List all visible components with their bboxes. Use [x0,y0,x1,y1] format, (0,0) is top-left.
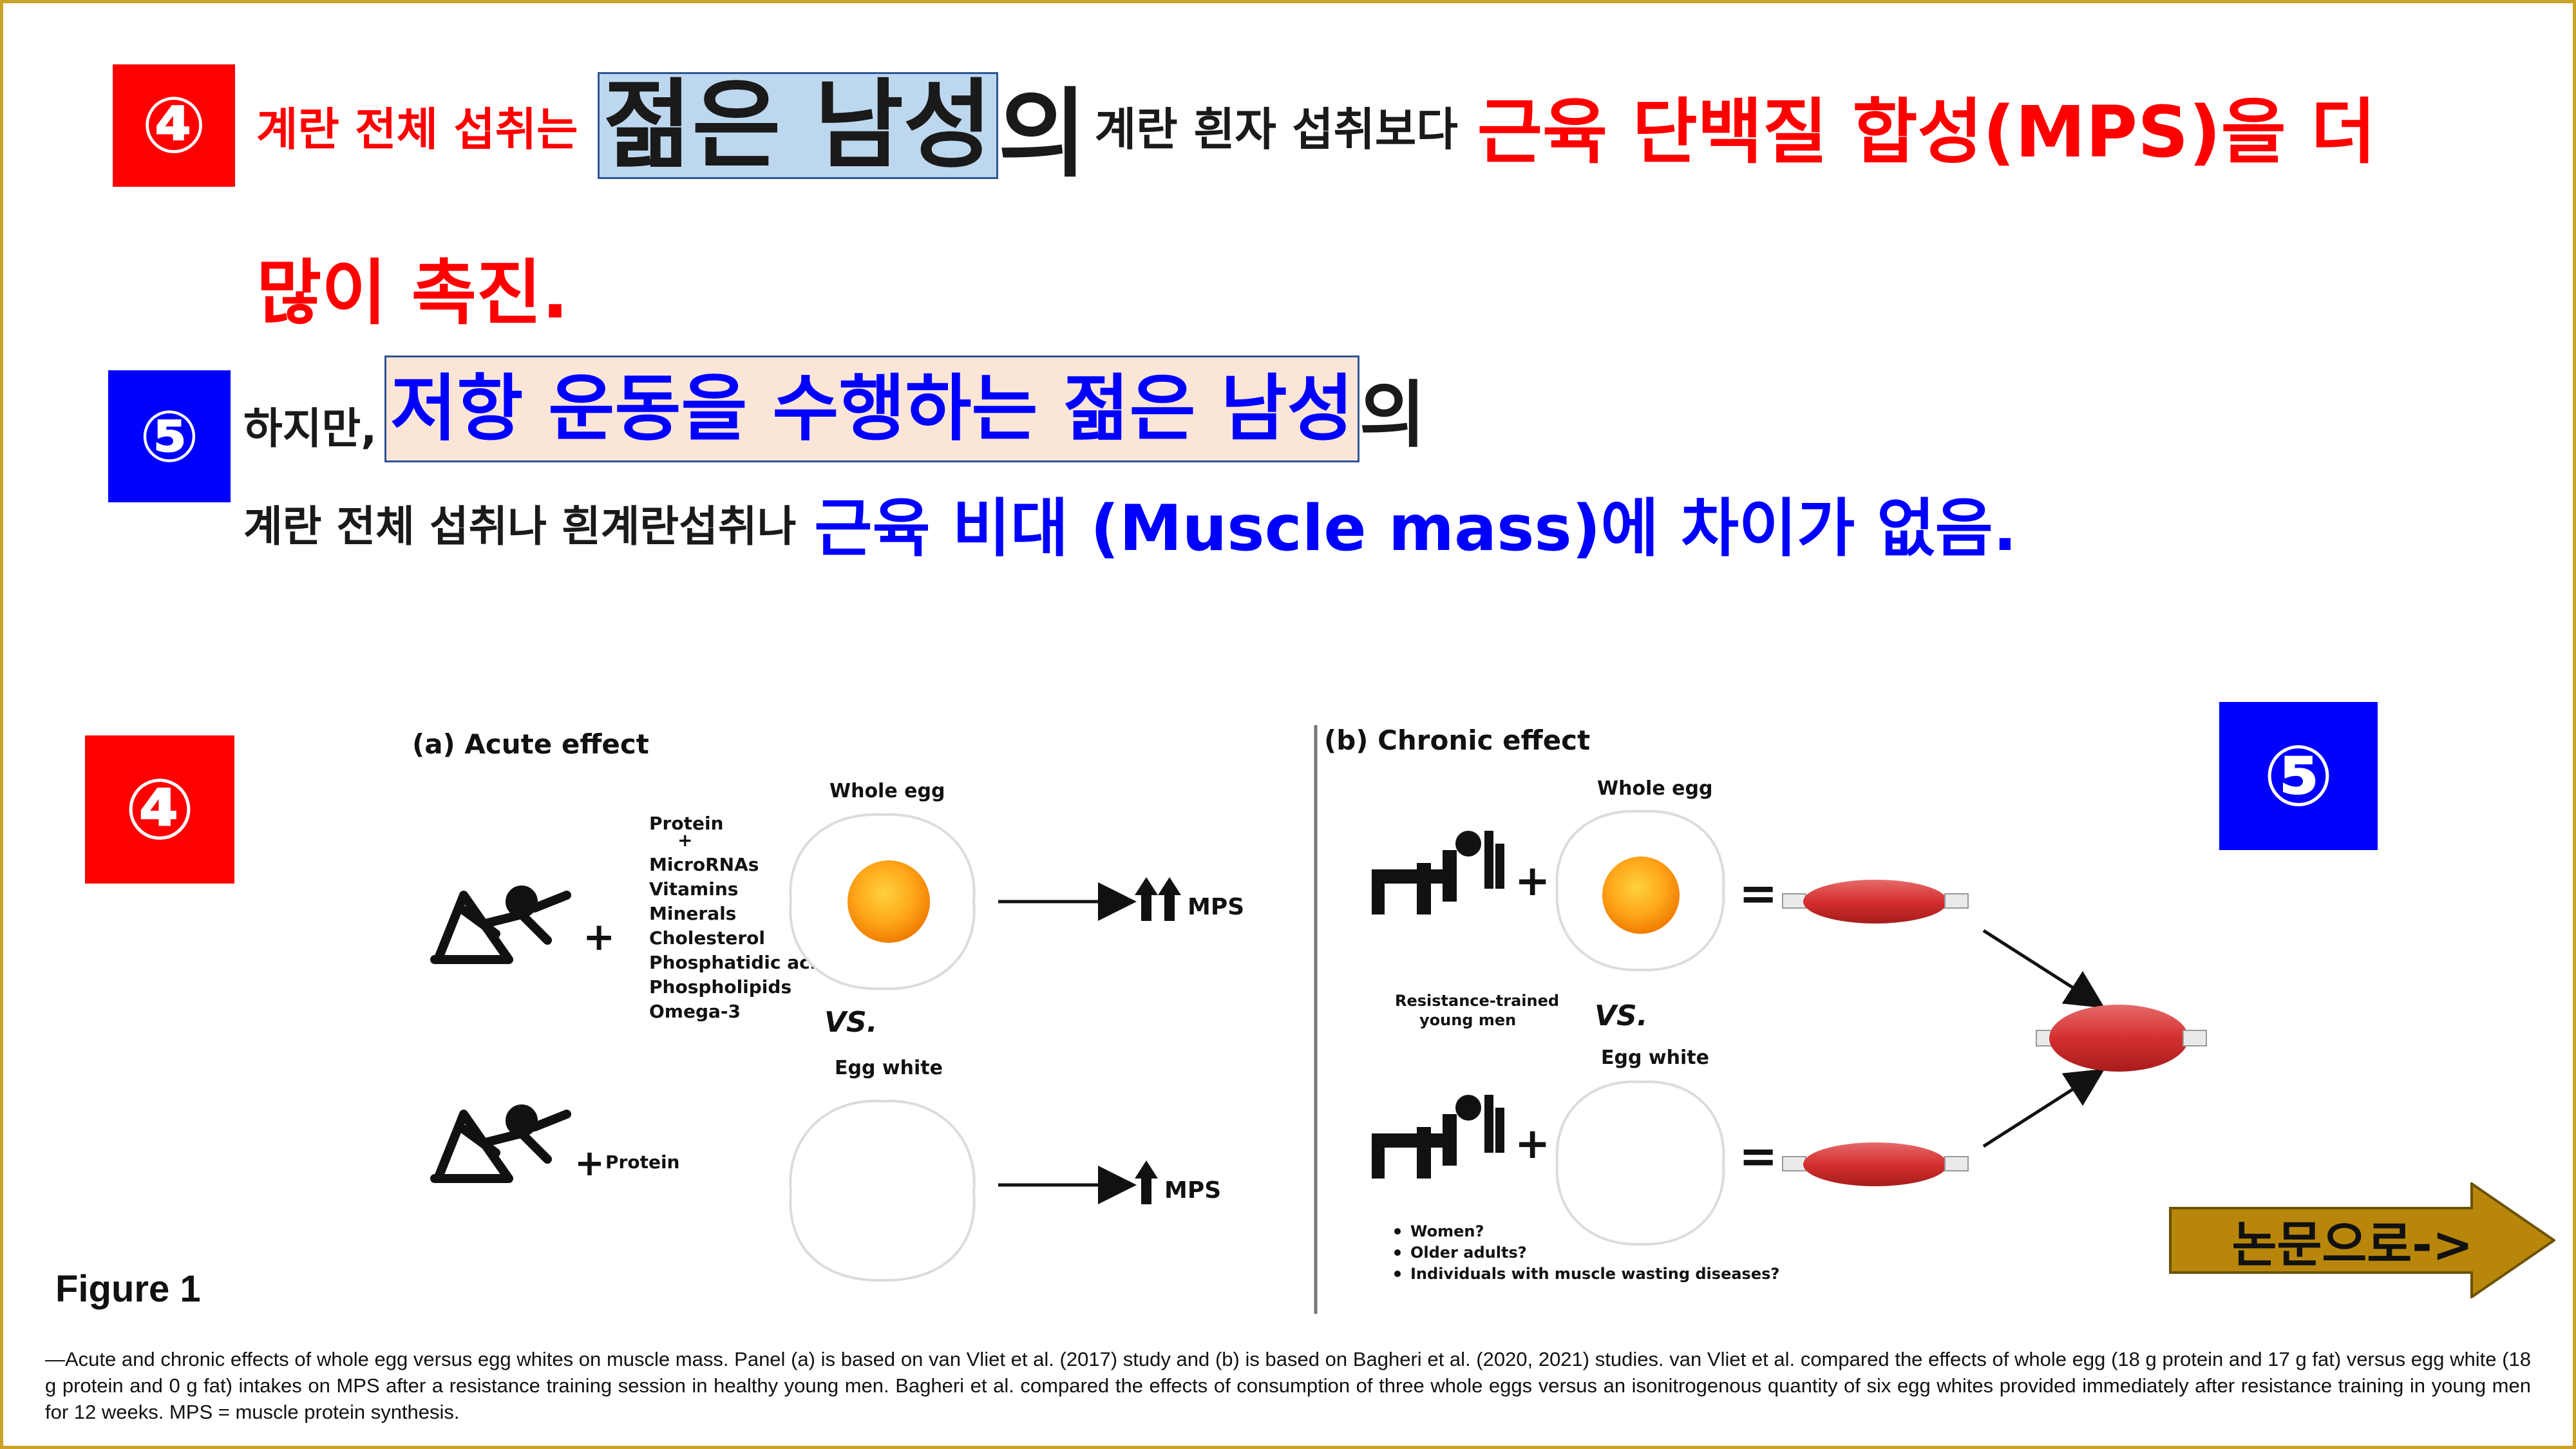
svg-text:Phosphatidic acid: Phosphatidic acid [649,952,829,973]
up-arrow-a-3 [1135,1160,1158,1204]
resistance-label-2: young men [1419,1011,1516,1029]
up-arrow-a-1 [1135,877,1158,921]
svg-text:Vitamins: Vitamins [649,878,738,900]
figure-label: Figure 1 [55,1268,201,1310]
mps-label-a-1: MPS [1188,894,1244,920]
panel-a-whole-egg-label: Whole egg [829,780,945,802]
svg-text:+: + [677,829,692,851]
leg-press-icon [430,886,571,964]
plus-b-2: + [1515,1119,1550,1168]
muscle-icon-b-result [2036,1005,2207,1072]
leg-press-icon-2 [430,1104,571,1183]
egg-white-icon-a [789,1099,976,1282]
badge-4-top: ④ [113,64,235,187]
statement-4-line-2: 많이 촉진. [256,252,569,334]
muscle-icon-b-1 [1782,880,1969,923]
statement-4-part1: 계란 전체 섭취는 [256,102,578,156]
badge-5-figure: ⑤ [2219,702,2378,850]
equals-b-1: = [1739,866,1777,920]
up-arrow-a-2 [1158,877,1181,921]
arrow-b-2 [1982,1068,2105,1148]
svg-text:Women?: Women? [1410,1222,1484,1240]
svg-text:MicroRNAs: MicroRNAs [649,854,759,875]
panel-a-title: (a) Acute effect [412,728,649,760]
statement-4-part5: 근육 단백질 합성(MPS)을 더 [1477,91,2376,173]
svg-text:Individuals with muscle wastin: Individuals with muscle wasting diseases… [1410,1265,1779,1283]
go-to-paper-button[interactable]: 논문으로-> [2169,1181,2557,1300]
vs-label-a: VS. [824,1006,877,1039]
bench-press-icon [1372,831,1504,914]
statement-5-part5: 근육 비대 (Muscle mass)에 차이가 없음. [814,492,2017,565]
question-list: Women? Older adults? Individuals with mu… [1394,1222,1779,1283]
statement-4-highlight: 젊은 남성 [597,72,998,179]
statement-4-part3: 의 [998,78,1087,191]
statement-5-highlight: 저항 운동을 수행하는 젊은 남성 [384,355,1359,462]
nutrient-list: Protein + MicroRNAs Vitamins Minerals Ch… [649,813,829,1022]
statement-5-part1: 하지만, [243,404,377,453]
statement-4-part4: 계란 흰자 섭취보다 [1094,102,1458,156]
egg-white-icon-b [1555,1080,1725,1246]
bench-press-icon-2 [1372,1095,1504,1179]
mps-label-a-2: MPS [1164,1177,1221,1204]
panel-b-whole-egg-label: Whole egg [1597,777,1712,800]
panel-a-egg-white-label: Egg white [835,1057,943,1079]
whole-egg-icon-a [789,813,976,990]
statement-5-part3: 의 [1359,374,1426,457]
svg-text:Phospholipids: Phospholipids [649,976,791,998]
svg-text:Minerals: Minerals [649,903,736,924]
equals-b-2: = [1739,1129,1777,1183]
statement-5-part4: 계란 전체 섭취나 흰계란섭취나 [243,502,797,551]
badge-5-top: ⑤ [108,370,231,502]
statement-4-line-1: 계란 전체 섭취는 젊은 남성 의 계란 흰자 섭취보다 근육 단백질 합성(M… [256,64,2376,191]
figure-1-diagram: (a) Acute effect Whole egg Protein + Mic… [386,702,2241,1320]
svg-text:Omega-3: Omega-3 [649,1001,741,1022]
plus-b-1: + [1515,856,1550,905]
muscle-icon-b-2 [1782,1142,1969,1186]
svg-text:Older adults?: Older adults? [1410,1244,1527,1262]
panel-b-title: (b) Chronic effect [1324,724,1590,756]
statement-5-line-2: 계란 전체 섭취나 흰계란섭취나 근육 비대 (Muscle mass)에 차이… [243,484,2017,565]
plus-a-2: + [574,1142,605,1184]
badge-4-figure: ④ [85,735,234,884]
svg-text:Cholesterol: Cholesterol [649,927,765,949]
svg-text:Protein: Protein [649,813,723,834]
resistance-label-1: Resistance-trained [1395,992,1559,1010]
whole-egg-icon-b [1555,810,1725,972]
vs-label-b: VS. [1595,999,1647,1032]
go-to-paper-label: 논문으로-> [2231,1216,2474,1273]
protein-label-a: Protein [605,1151,679,1173]
arrow-b-1 [1982,929,2105,1009]
figure-caption: —Acute and chronic effects of whole egg … [45,1348,2531,1423]
statement-5-line-1: 하지만, 저항 운동을 수행하는 젊은 남성 의 [243,354,1426,464]
arrow-right-icon [2169,1181,2557,1300]
plus-a-1: + [583,914,615,960]
panel-b-egg-white-label: Egg white [1601,1046,1709,1069]
